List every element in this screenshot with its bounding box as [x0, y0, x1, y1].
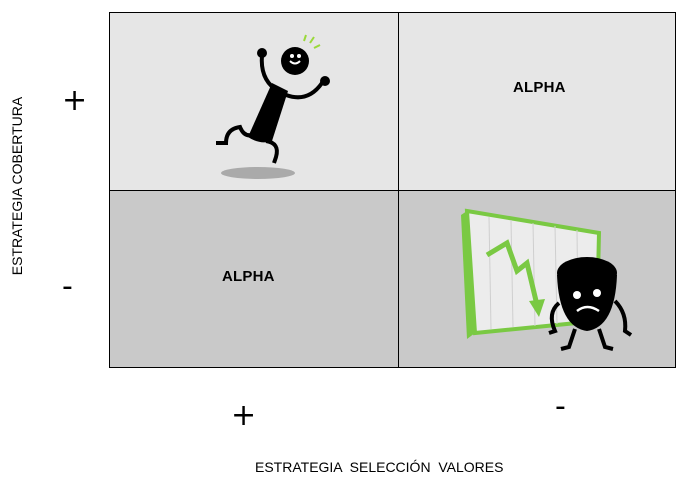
alpha-label-top-right: ALPHA [513, 79, 566, 96]
quadrant-top-right: ALPHA [398, 12, 676, 191]
y-axis-minus-sign: - [62, 269, 73, 304]
quadrant-matrix: ALPHA ALPHA [109, 12, 676, 368]
alpha-label-bottom-left: ALPHA [222, 268, 275, 285]
y-axis-label: ESTRATEGIA COBERTURA [9, 96, 25, 276]
x-axis-plus-sign: + [231, 398, 257, 433]
x-axis-minus-sign: - [555, 389, 566, 424]
x-axis-label: ESTRATEGIA SELECCIÓN VALORES [255, 459, 504, 475]
sad-figure-falling-chart-icon [461, 208, 633, 351]
quadrant-top-left [109, 12, 399, 191]
y-axis-plus-sign: + [62, 83, 88, 118]
quadrant-bottom-left: ALPHA [109, 190, 399, 368]
happy-jumping-figure-icon [216, 34, 330, 179]
quadrant-bottom-right [398, 190, 676, 368]
